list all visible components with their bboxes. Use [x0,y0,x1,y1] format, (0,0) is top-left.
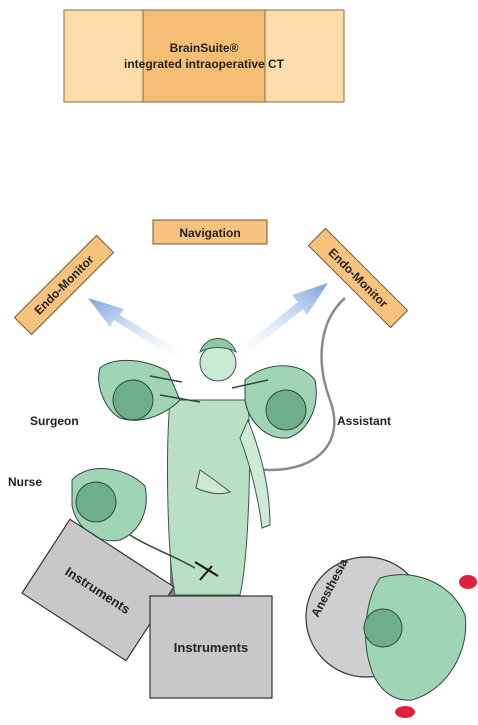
instruments-front-label: Instruments [174,640,248,655]
endo-monitor-right-label: Endo-Monitor [325,245,390,310]
instruments-tray-front: Instruments [150,596,272,698]
navigation-label: Navigation [179,226,240,240]
view-arrow-left [88,298,183,360]
nurse-label: Nurse [8,475,42,489]
ct-box-subtitle: integrated intraoperative CT [124,57,285,71]
assistant-label: Assistant [337,414,391,428]
ct-scanner-box: BrainSuite® integrated intraoperative CT [64,10,344,102]
shoe-right-icon [459,575,477,589]
endo-monitor-left-label: Endo-Monitor [31,252,96,317]
endo-monitor-right: Endo-Monitor [309,229,408,328]
navigation-box: Navigation [153,220,267,244]
view-arrow-right [238,283,328,357]
ct-box-title: BrainSuite® [170,41,239,55]
anesthesia-station: Anesthesia [306,556,477,718]
shoe-bottom-icon [395,706,415,718]
endo-monitor-left: Endo-Monitor [15,236,114,335]
surgeon-label: Surgeon [30,414,79,428]
